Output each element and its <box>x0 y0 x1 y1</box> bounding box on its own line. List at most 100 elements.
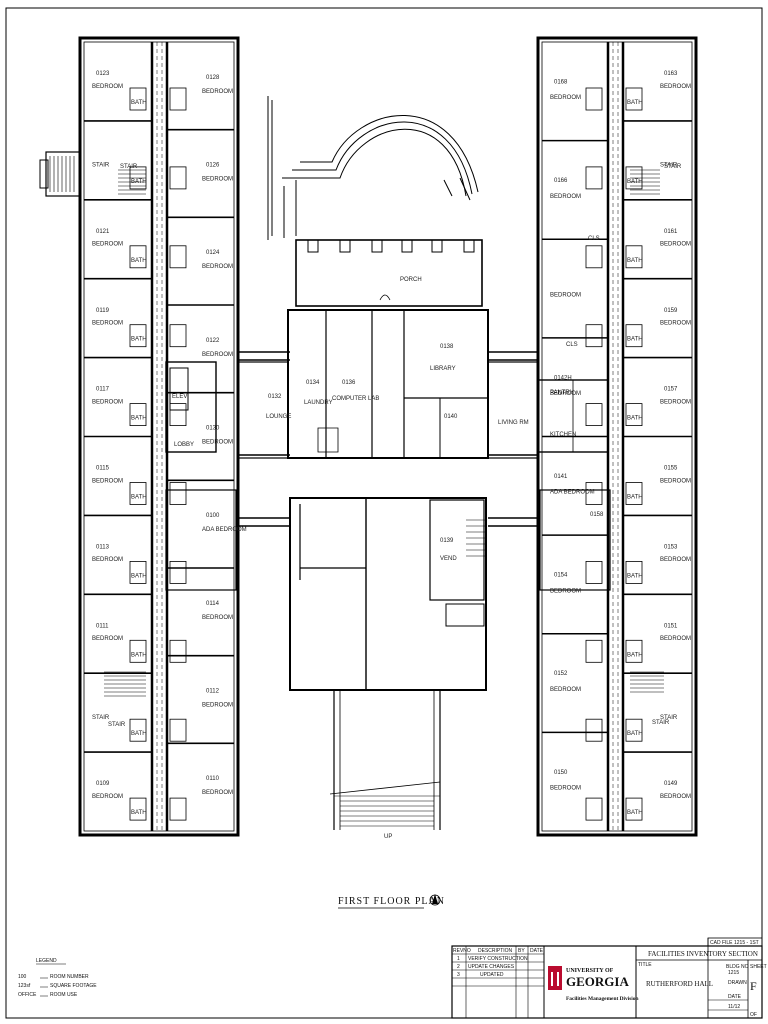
title-block <box>451 937 763 1019</box>
rev-row-1-desc: UPDATE CHANGES <box>468 964 515 970</box>
sheet-border <box>5 7 763 1019</box>
center-room-number-11: 0139 <box>440 538 454 544</box>
left-outer-room-number-4: 0117 <box>96 387 110 393</box>
right-bath-label-7: BATH <box>627 652 643 658</box>
north-arrow-pointer-icon <box>432 894 438 904</box>
left-inner-room-number-7: 0112 <box>206 688 220 694</box>
connector-corridors <box>238 351 538 527</box>
left-bath-label-4: BATH <box>131 416 147 422</box>
legend-desc-1: SQUARE FOOTAGE <box>50 983 97 989</box>
right-bath-label-8: BATH <box>627 731 643 737</box>
left-outer-room-number-7: 0111 <box>96 623 109 629</box>
center-north-block <box>165 239 609 459</box>
tb-field-label-2: DRAWN <box>728 980 747 986</box>
right-stair-upper <box>630 169 660 195</box>
entry-ramp <box>267 96 479 240</box>
left-stair-label-upper: STAIR <box>120 164 138 170</box>
right-bath-label-5: BATH <box>627 495 643 501</box>
center-room-use-1: LAUNDRY <box>304 400 333 406</box>
right-outer-room-number-7: 0151 <box>664 623 678 629</box>
left-inner-room-use-1: BEDROOM <box>202 177 233 183</box>
left-inner-room-number-5: 0100 <box>206 513 220 519</box>
right-outer-room-number-9: 0149 <box>664 781 678 787</box>
tb-title-label: TITLE <box>638 962 652 968</box>
right-inner-room-use-6: BEDROOM <box>550 687 581 693</box>
legend-desc-0: ROOM NUMBER <box>50 974 89 980</box>
left-inner-room-use-6: BEDROOM <box>202 615 233 621</box>
right-bath-label-3: BATH <box>627 337 643 343</box>
legend-title: LEGEND <box>36 958 57 964</box>
center-room-use-7: KITCHEN <box>550 432 576 438</box>
left-inner-room-number-2: 0124 <box>206 250 220 256</box>
rev-header-2: BY <box>518 948 525 954</box>
center-room-number-2: 0136 <box>342 380 356 386</box>
tb-field-value-3: 11/12 <box>728 1004 740 1010</box>
plan-title-group: FIRST FLOOR PLAN UP <box>338 834 445 909</box>
right-inner-room-use-1: BEDROOM <box>550 194 581 200</box>
right-outer-room-use-9: BEDROOM <box>660 794 691 800</box>
right-inner-room-use-4: ADA BEDROOM <box>550 490 595 496</box>
left-bath-label-7: BATH <box>131 652 147 658</box>
right-outer-room-number-3: 0159 <box>664 308 678 314</box>
right-inner-room-use-0: BEDROOM <box>550 95 581 101</box>
right-outer-room-use-2: BEDROOM <box>660 242 691 248</box>
right-stair-label-upper: STAIR <box>664 164 682 170</box>
left-bath-label-8: BATH <box>131 731 147 737</box>
left-outer-room-use-3: BEDROOM <box>92 320 123 326</box>
right-inner-room-use-3: BEDROOM <box>550 391 581 397</box>
left-outer-room-use-5: BEDROOM <box>92 478 123 484</box>
up-label: UP <box>384 834 392 840</box>
logo-line-1: UNIVERSITY OF <box>566 968 614 974</box>
revision-text: REVNO DESCRIPTION BY DATE 1 VERIFY CONST… <box>453 948 544 978</box>
left-inner-room-number-3: 0122 <box>206 338 220 344</box>
tb-field-value-1: 1215 <box>728 970 739 976</box>
left-inner-room-number-8: 0110 <box>206 776 220 782</box>
center-room-use-5: LIVING RM <box>498 420 529 426</box>
right-bath-label-6: BATH <box>627 573 643 579</box>
left-inner-room-use-5: ADA BEDROOM <box>202 527 247 533</box>
left-outer-room-use-7: BEDROOM <box>92 636 123 642</box>
right-bath-label-4: BATH <box>627 416 643 422</box>
left-bath-label-3: BATH <box>131 337 147 343</box>
tb-field-label-0: CAD FILE <box>710 940 733 946</box>
legend-desc-2: ROOM USE <box>50 992 78 998</box>
rev-row-2-no: 3 <box>457 972 460 978</box>
right-outer-room-use-5: BEDROOM <box>660 478 691 484</box>
left-inner-room-use-8: BEDROOM <box>202 790 233 796</box>
left-bath-label-5: BATH <box>131 495 147 501</box>
left-bath-label-2: BATH <box>131 258 147 264</box>
tb-field-label-3: DATE <box>728 994 742 1000</box>
center-room-use-0: PORCH <box>400 277 422 283</box>
right-outer-room-use-3: BEDROOM <box>660 320 691 326</box>
left-inner-room-use-4: BEDROOM <box>202 440 233 446</box>
right-outer-room-use-4: BEDROOM <box>660 399 691 405</box>
right-outer-room-number-5: 0155 <box>664 466 678 472</box>
left-stair-lower <box>104 671 146 697</box>
left-outer-room-use-2: BEDROOM <box>92 242 123 248</box>
right-inner-room-use-2: BEDROOM <box>550 292 581 298</box>
left-outer-room-use-1: STAIR <box>92 163 110 169</box>
tb-building-name: RUTHERFORD HALL <box>646 980 713 988</box>
right-outer-room-use-6: BEDROOM <box>660 557 691 563</box>
rev-row-2-desc: UPDATED <box>480 972 504 978</box>
left-outer-room-number-5: 0115 <box>96 466 110 472</box>
center-room-use-6: PANTRY <box>550 390 574 396</box>
right-inner-room-number-5: 0154 <box>554 573 568 579</box>
center-room-number-3: 0138 <box>440 344 454 350</box>
tb-field-label-1: BLDG NO <box>726 964 749 970</box>
left-inner-room-number-6: 0114 <box>206 601 220 607</box>
right-inner-room-number-6: 0152 <box>554 671 568 677</box>
center-south-block <box>165 489 611 691</box>
left-outer-room-use-8: STAIR <box>92 715 110 721</box>
left-inner-room-use-3: BEDROOM <box>202 352 233 358</box>
floor-plan <box>39 36 698 837</box>
center-room-use-11: VEND <box>440 556 457 562</box>
right-outer-room-use-7: BEDROOM <box>660 636 691 642</box>
plan-title: FIRST FLOOR PLAN <box>338 896 445 907</box>
rev-header-1: DESCRIPTION <box>478 948 513 954</box>
left-exterior-stair <box>39 151 81 197</box>
right-bath-label-0: BATH <box>627 100 643 106</box>
entry-steps <box>329 690 441 830</box>
left-outer-room-number-0: 0123 <box>96 71 110 77</box>
